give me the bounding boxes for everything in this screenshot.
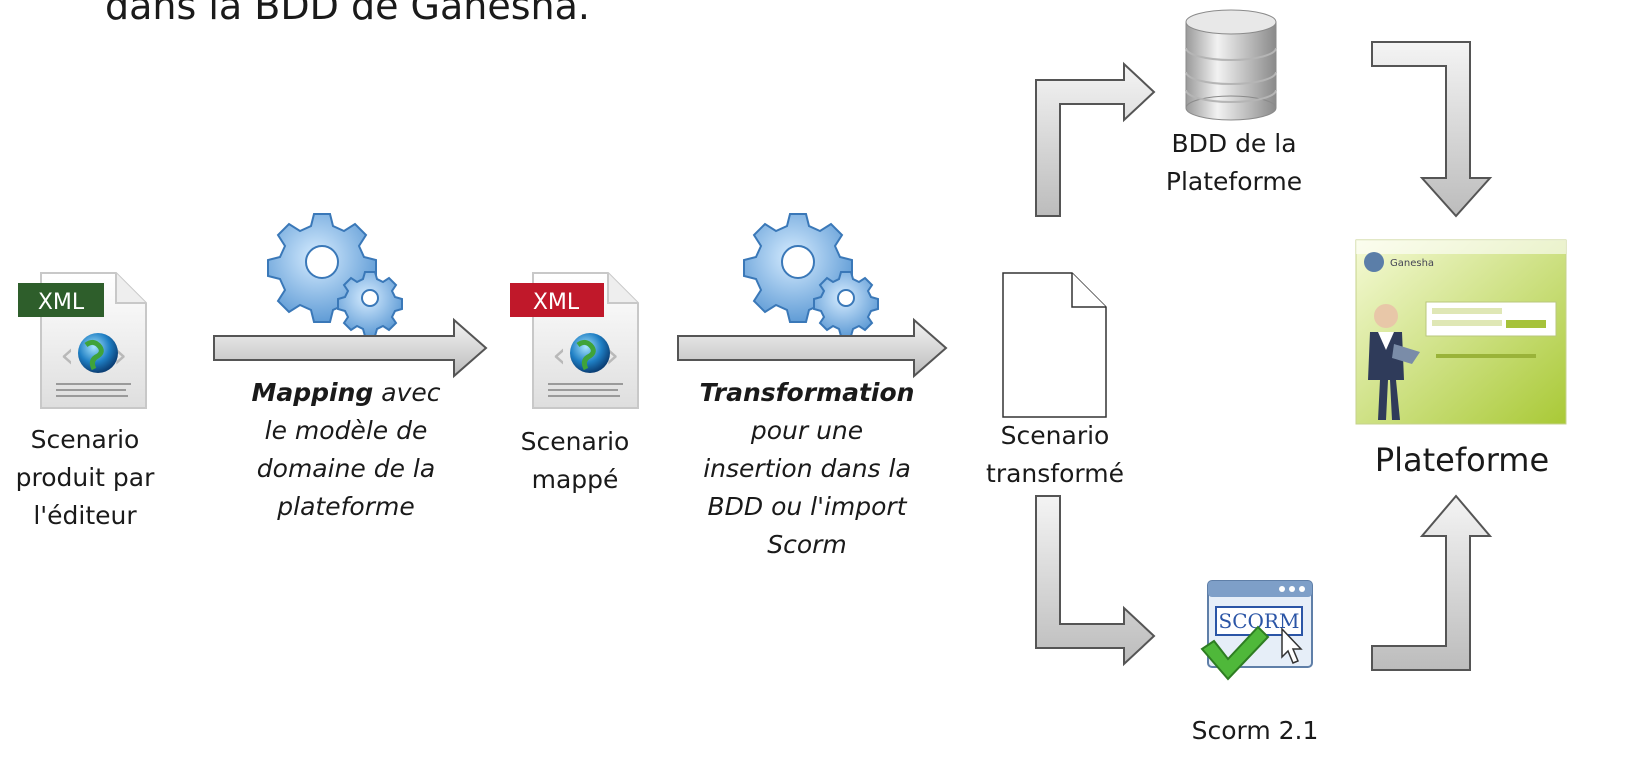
checkmark-icon — [1200, 625, 1270, 681]
arrow-database-to-platform — [1371, 41, 1493, 218]
label-mapped-scenario: Scenario mappé — [520, 427, 630, 494]
arrow-scorm-to-platform — [1371, 494, 1493, 671]
label-platform: Plateforme — [1374, 441, 1550, 479]
label-database: BDD de la Plateforme — [1165, 129, 1303, 196]
xml-badge-label: XML — [38, 290, 85, 315]
arrow-to-database — [1035, 61, 1156, 217]
label-mapping-step: Mapping avec le modèle de domaine de la … — [251, 378, 441, 521]
database-icon — [1185, 9, 1277, 121]
svg-text:‹: ‹ — [60, 335, 74, 376]
svg-text:‹: ‹ — [552, 335, 566, 376]
arrow-transformation — [677, 317, 948, 379]
xml-badge — [18, 283, 104, 317]
transformation-keyword: Transformation — [699, 378, 915, 407]
gears-icon-mapping — [267, 213, 403, 337]
xml-document-icon-editor: XML ‹ › — [18, 272, 147, 409]
top-caption: dans la BDD de Ganesha. — [105, 0, 590, 28]
label-transformation-step: Transformation pour une insertion dans l… — [699, 378, 915, 559]
xml-badge — [510, 283, 604, 317]
xml-document-icon-mapped: XML ‹ › — [510, 272, 639, 409]
arrow-mapping — [213, 317, 488, 379]
mapping-keyword: Mapping — [251, 378, 374, 407]
platform-screen-title: Ganesha — [1390, 258, 1434, 269]
svg-text:›: › — [605, 335, 619, 376]
platform-screenshot: Ganesha — [1355, 239, 1567, 425]
document-icon-transformed — [1002, 272, 1107, 418]
svg-text:›: › — [113, 335, 127, 376]
label-editor-scenario: Scenario produit par l'éditeur — [15, 425, 155, 530]
label-transformed-scenario: Scenario transformé — [986, 421, 1124, 488]
scorm-window-icon: SCORM — [1200, 580, 1313, 681]
cursor-icon — [1281, 627, 1303, 664]
arrow-to-scorm — [1035, 495, 1156, 667]
gears-icon-transformation — [743, 213, 879, 337]
xml-badge-label: XML — [533, 290, 580, 315]
label-scorm: Scorm 2.1 — [1191, 716, 1319, 745]
